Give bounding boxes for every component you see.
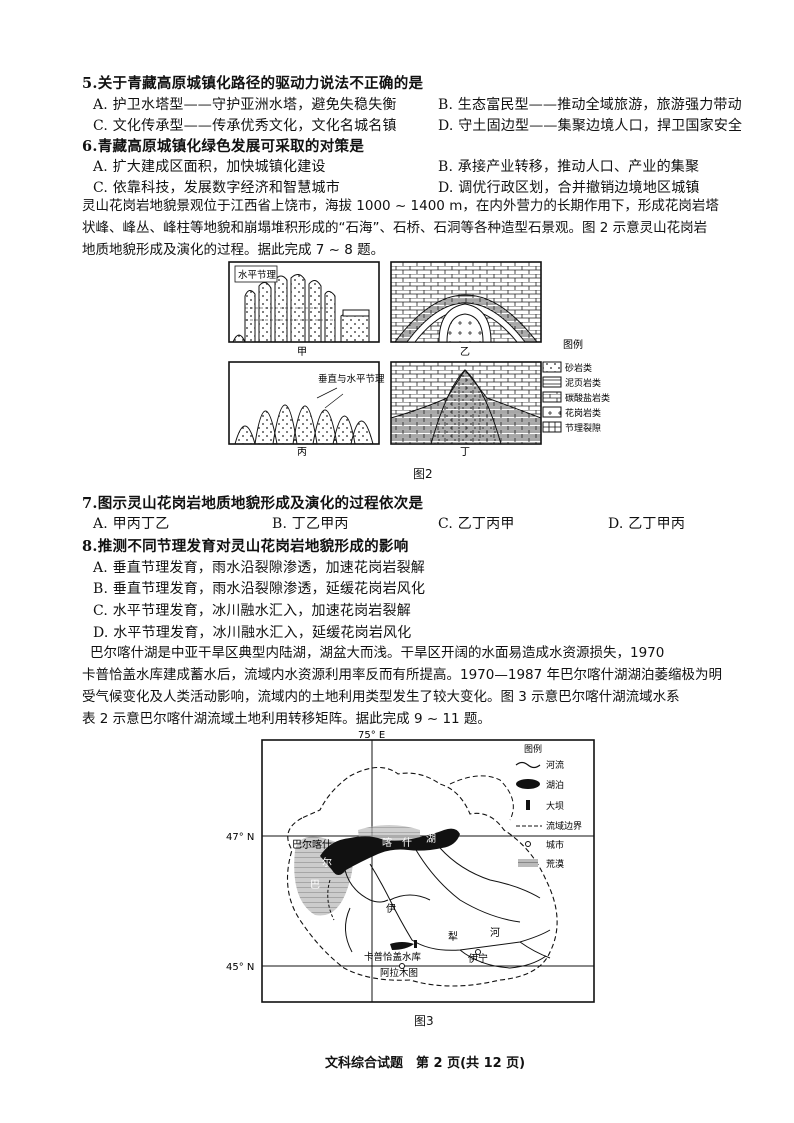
label-yining: 伊宁 xyxy=(468,952,488,965)
passage2-line1: 巴尔喀什湖是中亚干旱区典型内陆湖，湖盆大而浅。干旱区开阔的水面易造成水资源损失，… xyxy=(90,645,665,661)
rivers xyxy=(327,847,551,969)
label-47n: 47° N xyxy=(226,832,254,843)
q7-stem: 7.图示灵山花岗岩地质地貌形成及演化的过程依次是 xyxy=(82,495,424,512)
q5-option-d: D. 守土固边型——集聚边境人口，捍卫国家安全 xyxy=(438,118,743,134)
q6-option-a: A. 扩大建成区面积，加快城镇化建设 xyxy=(93,159,326,175)
legend-lake-icon xyxy=(516,779,540,789)
label-horizontal-joint: 水平节理 xyxy=(238,269,277,281)
dam-marker xyxy=(414,940,417,948)
passage1-line1: 灵山花岗岩地貌景观位于江西省上饶市，海拔 1000 ~ 1400 m，在内外营力… xyxy=(82,198,719,214)
label-kapchagay: 卡普恰盖水库 xyxy=(364,951,422,963)
label-almaty: 阿拉木图 xyxy=(380,967,418,979)
legend-swatch-carbonate xyxy=(542,391,562,403)
q6-option-c: C. 依靠科技，发展数字经济和智慧城市 xyxy=(93,180,340,196)
q7-option-a: A. 甲丙丁乙 xyxy=(93,516,170,532)
passage1-line2: 状峰、峰丛、峰柱等地貌和崩塌堆积形成的“石海”、石桥、石洞等各种造型石景观。图 … xyxy=(82,220,708,236)
q6-option-b: B. 承接产业转移，推动人口、产业的集聚 xyxy=(438,159,700,175)
label-balkhash-er: 尔 xyxy=(322,856,332,869)
label-balkhash: 巴尔喀什 xyxy=(292,838,332,851)
label-vertical-horizontal-joint: 垂直与水平节理 xyxy=(318,373,385,385)
q8-stem: 8.推测不同节理发育对灵山花岗岩地貌形成的影响 xyxy=(82,538,409,555)
q7-option-b: B. 丁乙甲丙 xyxy=(272,516,349,532)
panel-ding-label: 丁 xyxy=(460,447,470,458)
legend-swatch-sandstone xyxy=(542,361,562,373)
legend-city-icon xyxy=(525,841,531,847)
figure2: 水平节理 甲 乙 垂直与水平节理 丙 丁 图例 砂岩类 xyxy=(228,261,610,458)
legend-city: 城市 xyxy=(546,839,564,851)
city-yining-marker xyxy=(475,949,481,955)
label-balkhash-shi: 什 xyxy=(402,837,412,849)
legend-dam-icon xyxy=(526,800,530,810)
q5-stem: 5.关于青藏高原城镇化路径的驱动力说法不正确的是 xyxy=(82,75,424,92)
q5-option-b: B. 生态富民型——推动全域旅游，旅游强力带动 xyxy=(438,97,742,113)
kapchagay-reservoir xyxy=(390,942,414,950)
label-balkhash-ba: 巴 xyxy=(310,879,320,891)
label-45n: 45° N xyxy=(226,962,254,973)
label-river-yi: 伊 xyxy=(386,903,396,915)
legend-sandstone: 砂岩类 xyxy=(565,362,592,374)
legend-joint: 节理裂隙 xyxy=(565,422,601,434)
figure3-map: 75° E 47° N 45° N 巴尔喀什 尔 巴 喀 什 湖 伊 犁 河 伊… xyxy=(226,730,595,1003)
passage2-line4: 表 2 示意巴尔喀什湖流域土地利用转移矩阵。据此完成 9 ~ 11 题。 xyxy=(82,711,491,727)
fig2-legend-title: 图例 xyxy=(563,338,583,351)
city-almaty-marker xyxy=(399,963,405,969)
q6-stem: 6.青藏高原城镇化绿色发展可采取的对策是 xyxy=(82,138,365,155)
panel-bing-label: 丙 xyxy=(297,447,307,458)
figure3-caption: 图3 xyxy=(414,1014,434,1028)
q6-option-d: D. 调优行政区划，合并撤销边境地区城镇 xyxy=(438,180,700,196)
label-river-he: 河 xyxy=(490,927,500,939)
label-75e: 75° E xyxy=(358,730,385,741)
legend-shale: 泥页岩类 xyxy=(565,377,601,389)
figure2-caption: 图2 xyxy=(413,467,433,481)
passage1-line3: 地质地貌形成及演化的过程。据此完成 7 ~ 8 题。 xyxy=(82,242,385,258)
page-footer: 文科综合试题 第 2 页(共 12 页) xyxy=(325,1056,526,1071)
legend-swatch-granite xyxy=(542,406,562,418)
fig2-legend: 砂岩类 泥页岩类 碳酸盐岩类 花岗岩类 节理裂隙 xyxy=(542,361,610,434)
label-balkhash-hu: 湖 xyxy=(426,833,436,845)
basin-boundary xyxy=(287,766,558,987)
passage2-line2: 卡普恰盖水库建成蓄水后，流域内水资源利用率反而有所提高。1970—1987 年巴… xyxy=(82,667,723,683)
fig3-legend-title: 图例 xyxy=(524,743,542,755)
panel-ding xyxy=(390,361,542,445)
legend-boundary: 流域边界 xyxy=(546,820,582,832)
panel-yi xyxy=(390,261,542,343)
panel-jia-label: 甲 xyxy=(297,347,307,358)
panel-jia xyxy=(228,261,380,343)
legend-lake: 湖泊 xyxy=(546,780,564,791)
q8-option-c: C. 水平节理发育，冰川融水汇入，加速花岗岩裂解 xyxy=(93,603,411,619)
panel-bing xyxy=(228,361,380,445)
legend-swatch-shale xyxy=(542,376,562,388)
legend-desert: 荒漠 xyxy=(546,859,564,870)
legend-desert-icon xyxy=(518,859,538,867)
legend-carbonate: 碳酸盐岩类 xyxy=(565,392,610,404)
legend-dam: 大坝 xyxy=(546,800,564,812)
q5-option-c: C. 文化传承型——传承优秀文化，文化名城名镇 xyxy=(93,118,397,134)
passage2-line3: 受气候变化及人类活动影响，流域内的土地利用类型发生了较大变化。图 3 示意巴尔喀… xyxy=(82,689,680,705)
legend-granite: 花岗岩类 xyxy=(565,407,601,419)
q8-option-d: D. 水平节理发育，冰川融水汇入，延缓花岗岩风化 xyxy=(93,625,412,641)
label-balkhash-ka: 喀 xyxy=(382,836,392,849)
q8-option-b: B. 垂直节理发育，雨水沿裂隙渗透，延缓花岗岩风化 xyxy=(93,581,426,597)
legend-river-icon xyxy=(515,761,541,769)
label-river-li: 犁 xyxy=(448,930,458,943)
legend-river: 河流 xyxy=(546,759,564,771)
q5-option-a: A. 护卫水塔型——守护亚洲水塔，避免失稳失衡 xyxy=(93,97,397,113)
panel-yi-label: 乙 xyxy=(460,346,470,358)
q7-option-d: D. 乙丁甲丙 xyxy=(608,516,686,532)
q8-option-a: A. 垂直节理发育，雨水沿裂隙渗透，加速花岗岩裂解 xyxy=(93,560,426,576)
q7-option-c: C. 乙丁丙甲 xyxy=(438,516,515,532)
lake-balkhash xyxy=(320,828,460,875)
fig3-legend: 图例 河流 湖泊 大坝 流域边界 城市 荒漠 xyxy=(515,743,582,870)
